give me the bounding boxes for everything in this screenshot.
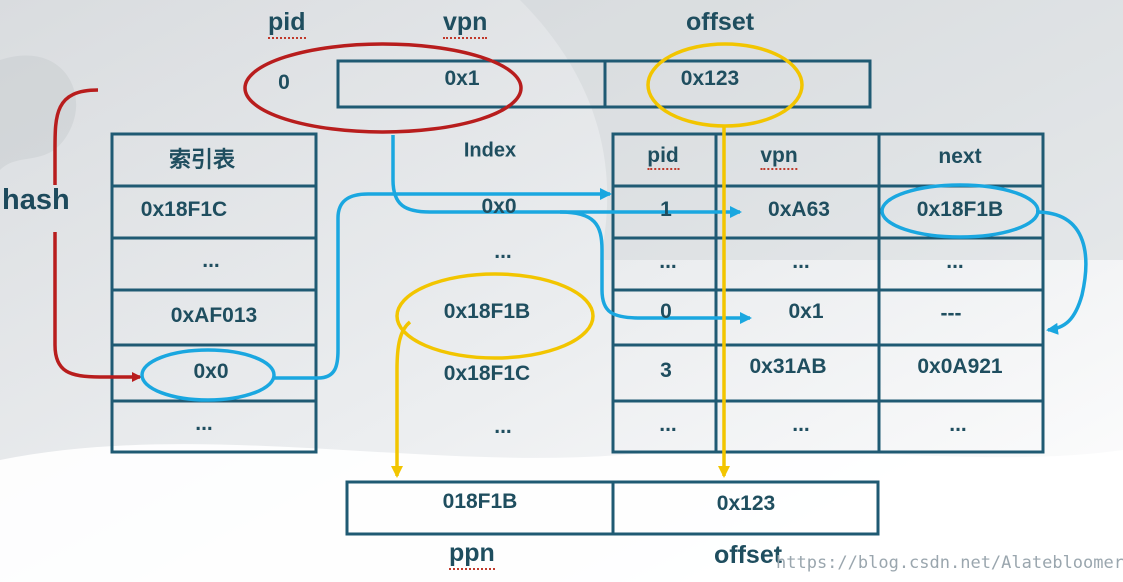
pid-vpn-ellipse: [243, 42, 523, 134]
ppn-copy-arrow: [391, 320, 412, 478]
page-table-frame: [611, 132, 1045, 454]
chain-next-arrow: [559, 210, 752, 324]
next-pointer-arrow: [1035, 210, 1088, 335]
index-table-frame: [110, 132, 318, 454]
hash-arrow: [53, 232, 142, 382]
index-to-entry-arrow: [274, 188, 612, 380]
ppn-ellipse: [395, 272, 595, 360]
vpn-compare-arrow: [391, 135, 742, 218]
index-0x0-ellipse: [140, 348, 276, 402]
